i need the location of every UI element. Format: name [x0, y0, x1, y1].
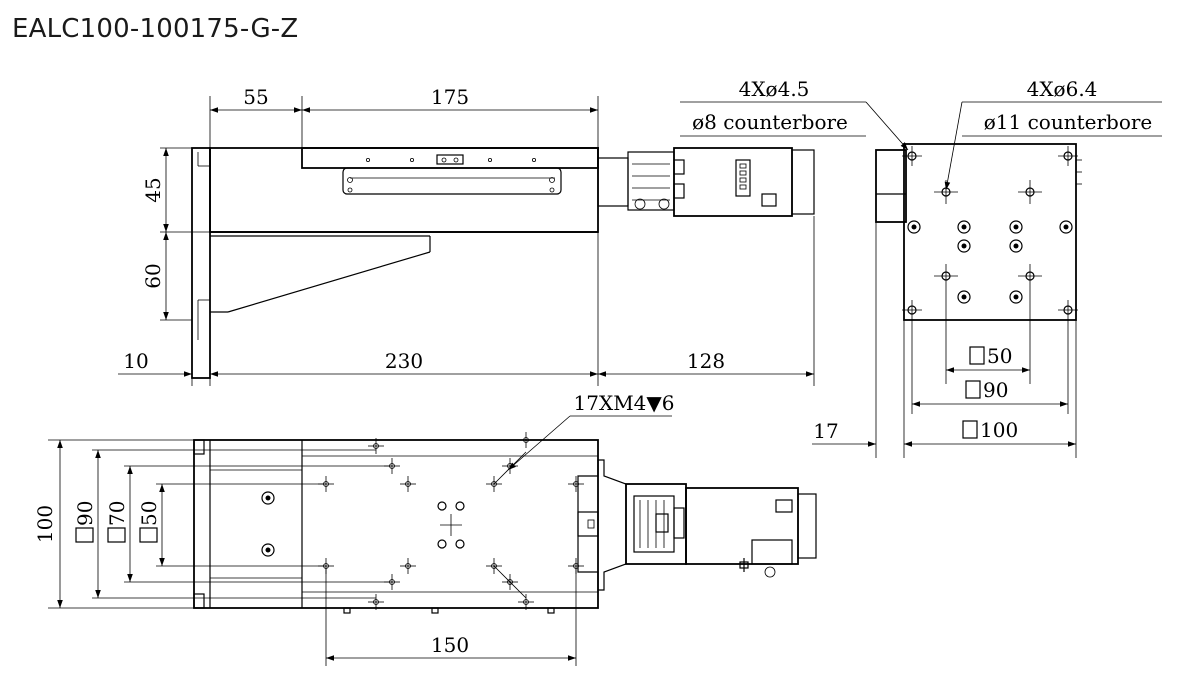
- front-motor-connector: [735, 159, 751, 197]
- top-body: [193, 439, 599, 609]
- square-symbol-top-90: [75, 527, 94, 543]
- dim-top-sq90: 90: [73, 501, 97, 526]
- dim-175: 175: [431, 85, 469, 109]
- front-coupling-housing: [627, 151, 675, 211]
- side-corner-holes: [902, 146, 1078, 320]
- top-coupling-flange: [577, 459, 627, 591]
- dim-17: 17: [813, 419, 838, 443]
- dim-230: 230: [385, 349, 423, 373]
- top-thread-callout: 17XM4▼6: [507, 391, 675, 471]
- dim-sq100: 100: [980, 418, 1018, 442]
- dim-10: 10: [123, 349, 148, 373]
- square-symbol-100: [962, 420, 978, 439]
- dim-150: 150: [431, 633, 469, 657]
- square-symbol-top-70: [107, 527, 126, 543]
- callout-top-thread: 17XM4▼6: [574, 391, 675, 415]
- callout-front-line2: ø8 counterbore: [692, 110, 848, 134]
- dim-top-sq70: 70: [105, 501, 129, 526]
- dim-top-sq50: 50: [137, 501, 161, 526]
- side-hole-callout: 4Xø6.4 ø11 counterbore: [944, 77, 1162, 191]
- front-carriage: [301, 147, 599, 169]
- front-carriage-label: [436, 154, 464, 165]
- front-body: [209, 147, 599, 233]
- dim-55: 55: [243, 85, 268, 109]
- callout-front-line1: 4Xø4.5: [739, 77, 810, 101]
- dim-128: 128: [687, 349, 725, 373]
- dim-45: 45: [141, 177, 165, 202]
- side-body-stub: [875, 149, 907, 223]
- dim-sq90: 90: [983, 378, 1008, 402]
- drawing-title: EALC100-100175-G-Z: [12, 14, 299, 44]
- callout-side-line2: ø11 counterbore: [984, 110, 1153, 134]
- callout-side-line1: 4Xø6.4: [1027, 77, 1098, 101]
- square-symbol-top-50: [139, 527, 158, 543]
- front-hole-callout: 4Xø4.5 ø8 counterbore: [680, 77, 909, 151]
- top-motor-end: [797, 493, 817, 559]
- front-coupling: [597, 157, 629, 207]
- square-symbol-50: [969, 346, 985, 365]
- front-motor-end: [791, 149, 815, 215]
- top-view: 100 90 70 50 150: [33, 432, 817, 666]
- side-plate: [903, 143, 1077, 321]
- front-view: 55 175 45 60 10 230 128: [118, 85, 815, 386]
- dim-100: 100: [33, 505, 57, 543]
- side-view: 50 90 100 17: [812, 143, 1082, 458]
- side-counterbore-holes: [907, 220, 1073, 304]
- square-symbol-90: [965, 380, 981, 399]
- dim-60: 60: [141, 263, 165, 288]
- front-cover: [342, 167, 562, 195]
- side-center-holes: [934, 180, 1042, 288]
- dim-sq50: 50: [987, 344, 1012, 368]
- top-motor: [685, 487, 799, 565]
- front-base-plate: [191, 147, 211, 379]
